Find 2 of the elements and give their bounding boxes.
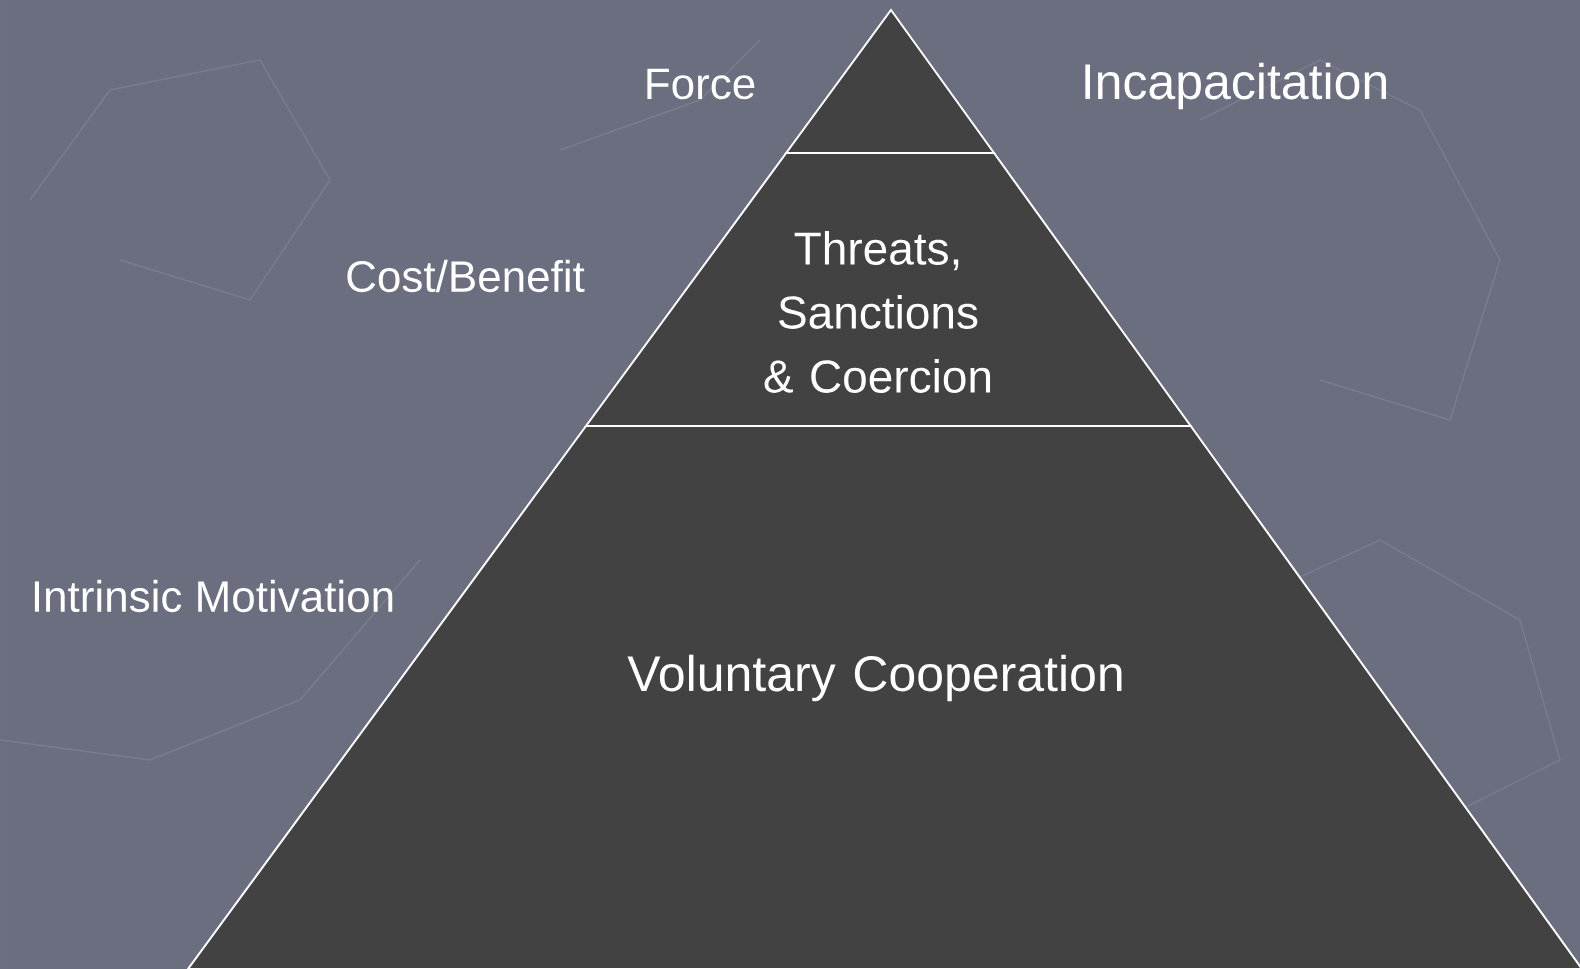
side-label: Force xyxy=(647,68,755,100)
side-label: Incapacitation xyxy=(1085,62,1386,110)
